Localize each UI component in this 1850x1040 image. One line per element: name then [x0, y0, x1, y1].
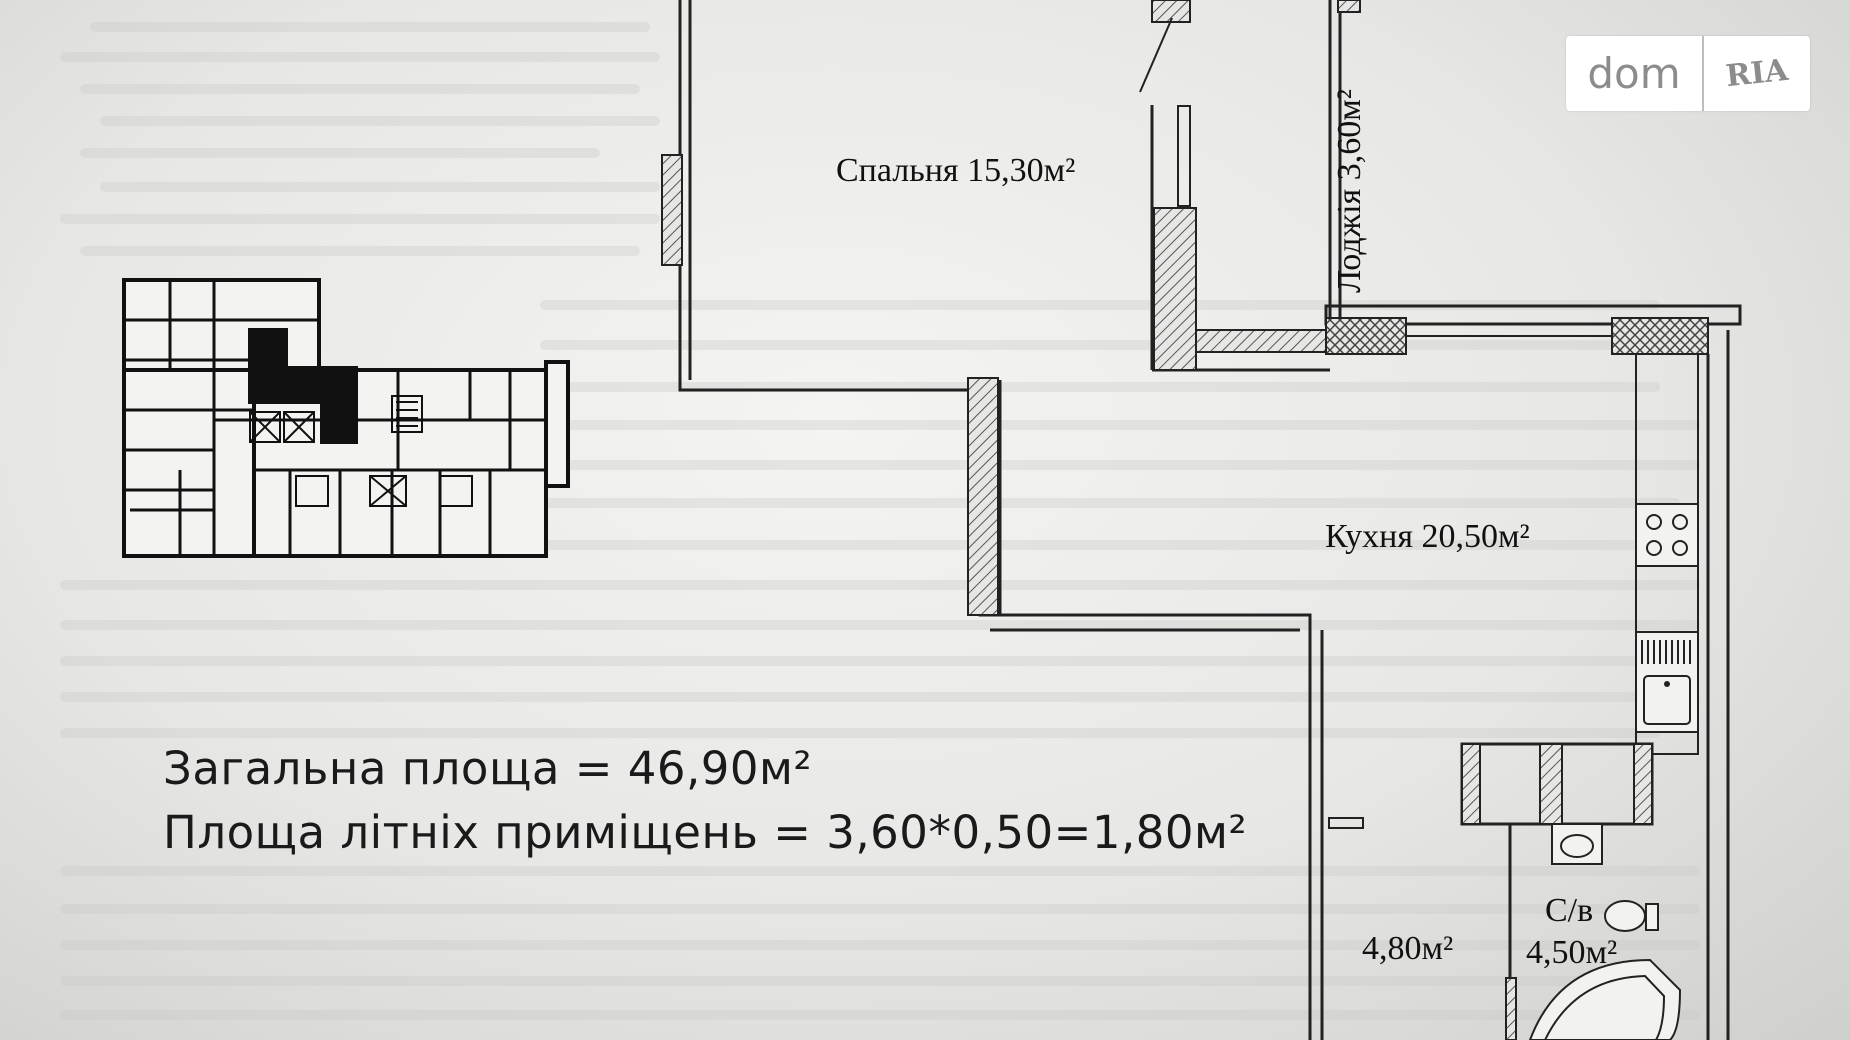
logo-dom-text: dom	[1587, 49, 1681, 98]
bedroom-wall-section	[967, 377, 999, 616]
loggia-corner	[1337, 0, 1361, 13]
hall-door-stub	[1328, 817, 1364, 829]
loggia-parapet	[1195, 329, 1327, 353]
logo-separator	[1702, 36, 1704, 111]
bathroom-door-jamb	[1505, 977, 1517, 1040]
loggia-door	[1177, 105, 1191, 207]
bedroom-window	[661, 154, 683, 266]
washbasin-icon	[1551, 823, 1603, 865]
dom-ria-logo: dom RIA	[1566, 36, 1810, 111]
loggia-label: Лоджія 3,60м²	[1330, 89, 1368, 293]
summer-area-text: Площа літніх приміщень = 3,60*0,50=1,80м…	[163, 806, 1248, 859]
loggia-door-swing	[1139, 17, 1173, 93]
logo-ria-text: RIA	[1724, 52, 1790, 95]
bathtub-icon	[1528, 958, 1682, 1040]
kitchen-wall-block-right	[1611, 317, 1709, 355]
bathroom-wall-hatch-right	[1633, 743, 1653, 825]
bathroom-area-label: 4,50м²	[1526, 934, 1618, 971]
stove-icon	[1635, 503, 1699, 567]
bedroom-label: Спальня 15,30м²	[836, 152, 1076, 189]
faint-background-text	[60, 0, 1820, 1040]
kitchen-label: Кухня 20,50м²	[1325, 518, 1530, 555]
kitchen-sink-icon	[1635, 631, 1699, 733]
bathroom-wall-hatch-left	[1461, 743, 1481, 825]
key-plan	[122, 278, 570, 558]
toilet-icon	[1604, 900, 1659, 932]
kitchen-wall-block-left	[1325, 317, 1407, 355]
kitchen-exterior-wall	[1324, 304, 1742, 326]
loggia-wall-side	[1153, 207, 1197, 371]
hall-area-label: 4,80м²	[1362, 930, 1454, 967]
bathroom-name-label: С/в	[1545, 892, 1594, 929]
highlighted-apartment	[248, 328, 288, 404]
total-area-text: Загальна площа = 46,90м²	[163, 742, 813, 795]
bathroom-wall-hatch-mid	[1539, 743, 1563, 825]
